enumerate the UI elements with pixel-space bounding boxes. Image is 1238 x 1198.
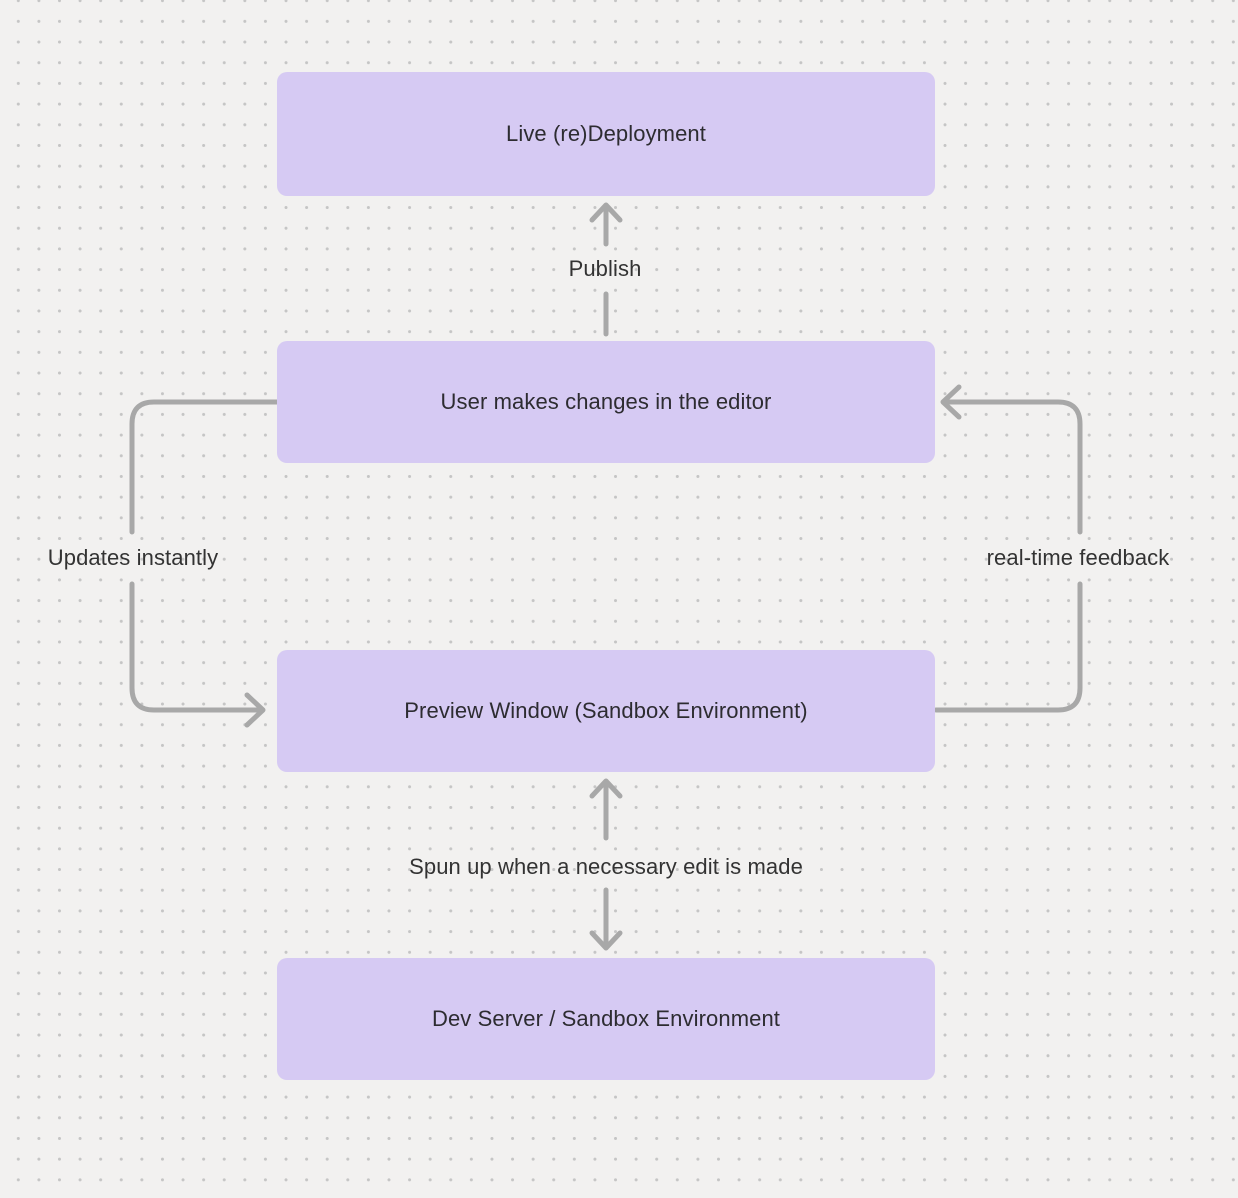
arrow-left-icon [940,384,962,420]
node-user-editor[interactable]: User makes changes in the editor [277,341,935,463]
edge-label-spun-up[interactable]: Spun up when a necessary edit is made [409,854,803,879]
arrow-up-icon [589,778,623,799]
arrow-down-icon [589,930,623,951]
node-preview-window[interactable]: Preview Window (Sandbox Environment) [277,650,935,772]
node-live-redeployment[interactable]: Live (re)Deployment [277,72,935,196]
edge-label-realtime-feedback[interactable]: real-time feedback [986,545,1170,570]
edge-publish[interactable] [589,202,623,337]
arrow-right-icon [244,692,266,728]
edge-feedback-line-upper[interactable] [941,399,1083,535]
edge-label-updates-instantly[interactable]: Updates instantly [47,545,219,570]
node-live-redeployment-label: Live (re)Deployment [506,121,706,146]
edge-updates-instantly[interactable] [129,399,280,728]
edge-spun-up[interactable] [589,778,623,951]
node-dev-server[interactable]: Dev Server / Sandbox Environment [277,958,935,1080]
edge-updates-line-upper[interactable] [129,399,280,535]
node-preview-window-label: Preview Window (Sandbox Environment) [404,698,808,723]
edge-realtime-feedback[interactable] [933,384,1083,713]
node-dev-server-label: Dev Server / Sandbox Environment [431,1006,781,1031]
edge-feedback-line-lower[interactable] [933,581,1083,713]
edge-updates-line-lower[interactable] [129,581,265,713]
node-user-editor-label: User makes changes in the editor [440,389,772,414]
arrow-up-icon [589,202,623,223]
edge-label-publish[interactable]: Publish [568,256,642,281]
